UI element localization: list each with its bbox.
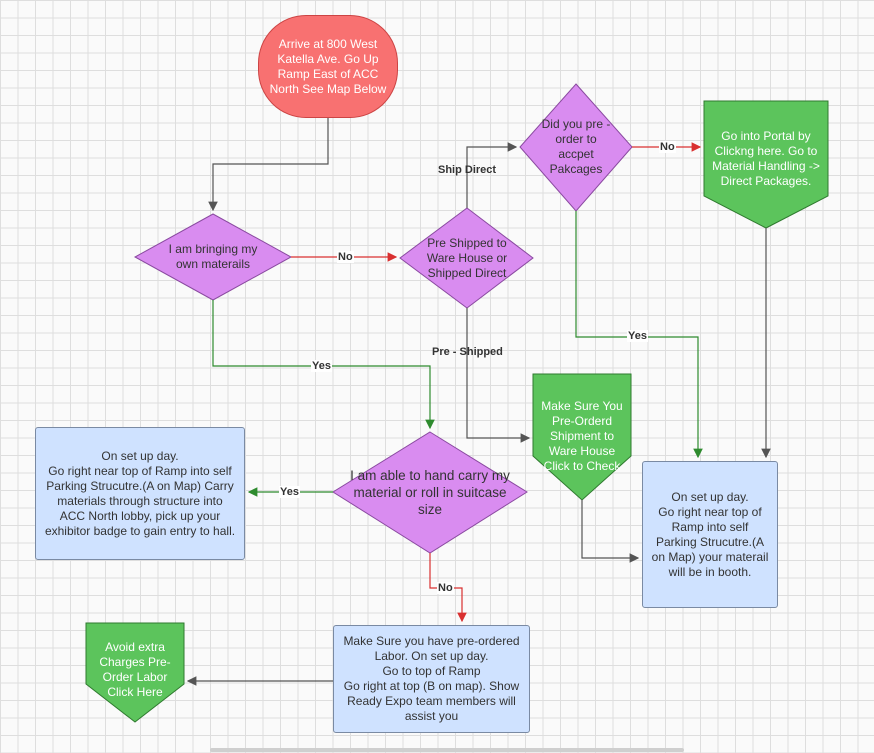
connector-pre-shipped (466, 308, 531, 443)
setup-self-text: On set up day. Go right near top of Ramp… (44, 448, 236, 538)
portal-text: Go into Portal by Clickng here. Go to Ma… (712, 129, 820, 188)
make-sure-offpage[interactable]: Make Sure You Pre-Orderd Shipment to War… (535, 388, 629, 484)
no-label-preorder: No (659, 141, 676, 153)
make-sure-text: Make Sure You Pre-Orderd Shipment to War… (541, 398, 623, 473)
bringing-text: I am bringing my own materails (168, 242, 258, 271)
portal-offpage-shape[interactable] (703, 100, 829, 229)
start-terminal[interactable]: Arrive at 800 West Katella Ave. Go Up Ra… (258, 15, 398, 118)
connector-ship-direct (466, 142, 518, 208)
setup-booth-text: On set up day. Go right near top of Ramp… (651, 489, 769, 579)
connector-start-to-bringing (208, 118, 329, 212)
setup-booth-box[interactable]: On set up day. Go right near top of Ramp… (642, 461, 778, 608)
pre-shipped-decision[interactable]: Pre Shipped to Ware House or Shipped Dir… (420, 218, 514, 298)
preorder-decision[interactable]: Did you pre -order to accpet Pakcages (533, 112, 619, 182)
avoid-text: Avoid extra Charges Pre-Order Labor Clic… (99, 640, 171, 699)
yes-label-hand-carry: Yes (279, 486, 300, 498)
connector-make-sure-to-booth (581, 500, 640, 563)
hand-carry-decision[interactable]: I am able to hand carry my material or r… (343, 464, 517, 520)
portal-offpage[interactable]: Go into Portal by Clickng here. Go to Ma… (708, 124, 824, 194)
pre-shipped-label: Pre - Shipped (432, 346, 503, 358)
setup-self-box[interactable]: On set up day. Go right near top of Ramp… (35, 427, 245, 560)
avoid-offpage[interactable]: Avoid extra Charges Pre-Order Labor Clic… (88, 638, 182, 702)
labor-box[interactable]: Make Sure you have pre-ordered Labor. On… (333, 625, 530, 733)
yes-label-bringing: Yes (311, 360, 332, 372)
avoid-offpage-shape[interactable] (85, 622, 185, 723)
hand-carry-text: I am able to hand carry my material or r… (350, 467, 510, 517)
no-label-hand-carry: No (437, 582, 454, 594)
no-label-bringing: No (337, 251, 354, 263)
labor-text: Make Sure you have pre-ordered Labor. On… (343, 634, 520, 723)
yes-label-preorder: Yes (627, 330, 648, 342)
bringing-decision[interactable]: I am bringing my own materails (160, 236, 266, 278)
preorder-text: Did you pre -order to accpet Pakcages (541, 117, 611, 176)
pre-shipped-text: Pre Shipped to Ware House or Shipped Dir… (426, 235, 508, 280)
start-text: Arrive at 800 West Katella Ave. Go Up Ra… (269, 36, 387, 96)
make-sure-offpage-shape[interactable] (532, 373, 632, 501)
ship-direct-label: Ship Direct (438, 164, 497, 176)
horizontal-scrollbar[interactable] (210, 748, 684, 752)
